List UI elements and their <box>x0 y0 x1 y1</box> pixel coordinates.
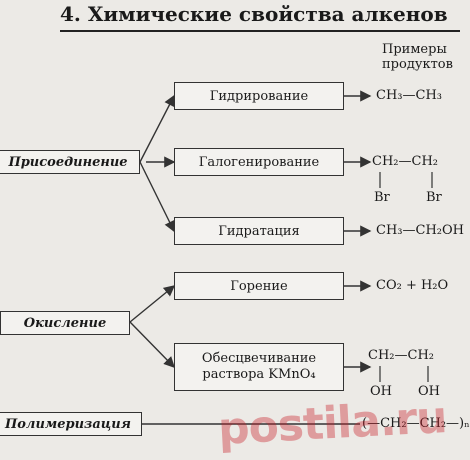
examples-label-line-1: Примеры <box>382 42 447 57</box>
branch-oxidation-combustion <box>129 285 176 323</box>
examples-label: Примеры продуктов <box>382 42 453 72</box>
product-hydrogenation: CH₃—CH₃ <box>376 88 442 103</box>
page-title: 4. Химические свойства алкенов <box>60 2 448 26</box>
product-halogenation: CH₂—CH₂ <box>372 154 438 169</box>
branch-addition-hydration <box>139 161 175 233</box>
category-oxidation: Окисление <box>0 311 130 335</box>
product-decolorization-oh-2: OH <box>418 384 440 399</box>
reaction-hydration: Гидратация <box>174 217 344 245</box>
reaction-decolorization-line-1: Обесцвечивание <box>201 351 317 366</box>
product-decolorization: CH₂—CH₂ <box>368 348 434 363</box>
product-combustion: CO₂ + H₂O <box>376 278 449 293</box>
branch-addition-hydrogenation <box>139 94 175 163</box>
reaction-hydrogenation: Гидрирование <box>174 82 344 110</box>
product-halogenation-br-2: Br <box>426 190 442 205</box>
category-polymerization: Полимеризация <box>0 412 142 436</box>
product-halogenation-br-1: Br <box>374 190 390 205</box>
product-polymerization: (—CH₂—CH₂—)ₙ <box>362 416 470 431</box>
product-decolorization-oh-1: OH <box>370 384 392 399</box>
examples-label-line-2: продуктов <box>382 57 453 72</box>
title-underline <box>60 30 460 32</box>
category-addition: Присоединение <box>0 150 140 174</box>
connector-lines <box>129 90 433 425</box>
reaction-halogenation: Галогенирование <box>174 148 344 176</box>
product-hydration: CH₃—CH₂OH <box>376 223 464 238</box>
branch-oxidation-decolorization <box>129 321 175 369</box>
reaction-decolorization: Обесцвечивание раствора KMnO₄ <box>174 343 344 391</box>
reaction-combustion: Горение <box>174 272 344 300</box>
reaction-decolorization-line-2: раствора KMnO₄ <box>202 367 316 382</box>
